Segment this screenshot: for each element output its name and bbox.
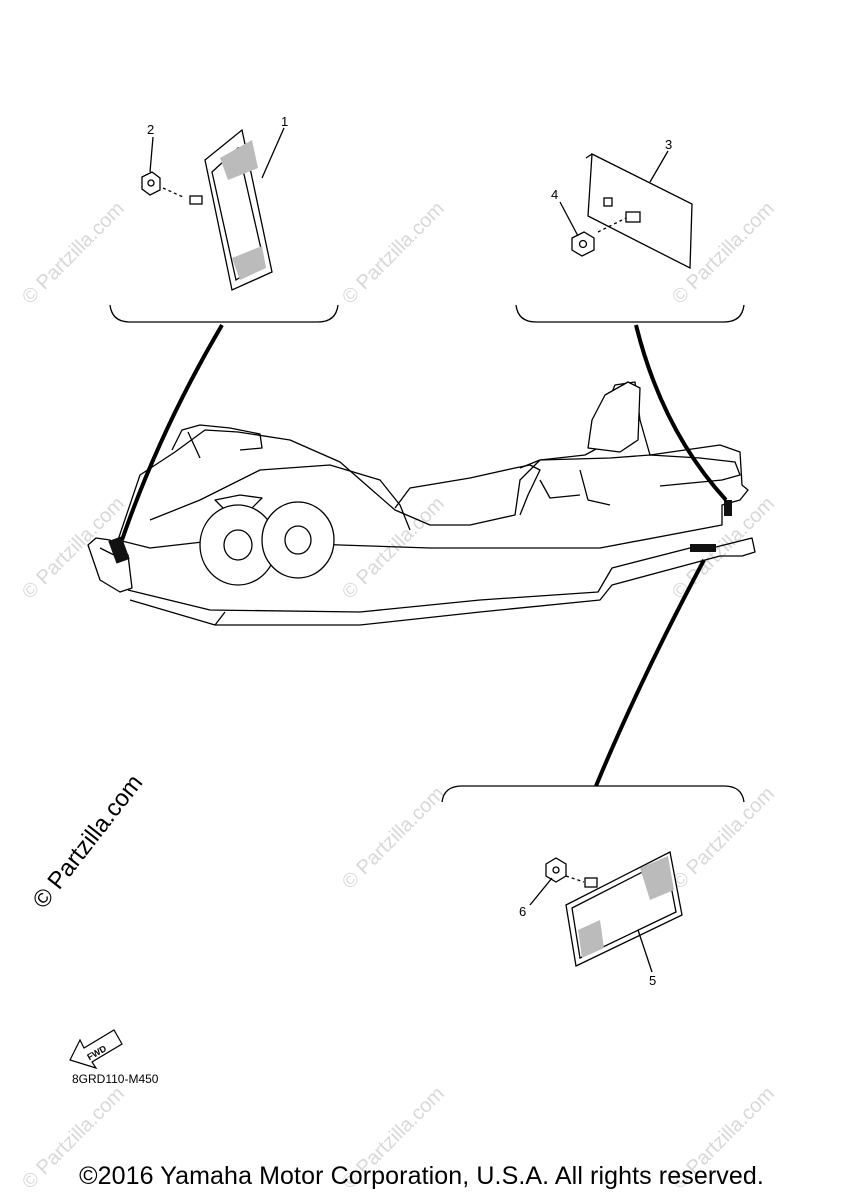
callout-3: 3 (665, 137, 672, 152)
pointer-arrows (120, 323, 728, 787)
snowmobile-illustration (87, 381, 756, 626)
watermark-text: © Partzilla.com (338, 198, 449, 309)
drawing-code: 8GRD110-M450 (72, 1072, 159, 1086)
callout-2: 2 (147, 122, 154, 137)
watermark-text: © Partzilla.com (18, 198, 129, 309)
callout-4: 4 (551, 187, 558, 202)
watermark-text: © Partzilla.com (668, 493, 779, 604)
detail-rear-plate (515, 150, 745, 323)
detail-front-reflector (109, 127, 339, 323)
watermark-layer: © Partzilla.com © Partzilla.com © Partzi… (18, 198, 779, 1194)
callout-6: 6 (519, 904, 526, 919)
watermark-text: © Partzilla.com (338, 783, 449, 894)
detail-side-reflector (441, 785, 745, 973)
callout-1: 1 (281, 114, 288, 129)
fwd-arrow-icon: FWD (69, 1029, 123, 1070)
callout-labels: 1 2 3 4 5 6 (147, 114, 672, 988)
partzilla-watermark: © Partzilla.com (28, 770, 148, 914)
partzilla-watermark-text: © Partzilla.com (28, 770, 148, 914)
watermark-text: © Partzilla.com (668, 783, 779, 894)
copyright-notice: ©2016 Yamaha Motor Corporation, U.S.A. A… (79, 1162, 764, 1190)
callout-5: 5 (649, 973, 656, 988)
